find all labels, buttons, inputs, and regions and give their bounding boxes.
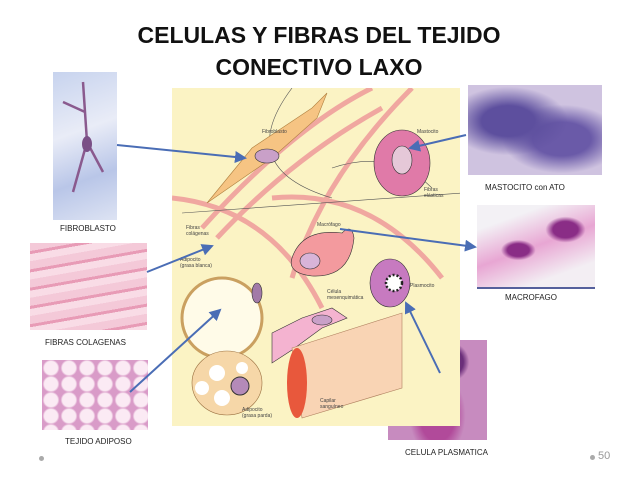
arrow-macrophage (339, 228, 477, 252)
label-celula-mes-2: mesenquimática (327, 295, 364, 301)
collagen-fibers-photo (30, 243, 147, 330)
fibroblast-caption: FIBROBLASTO (60, 224, 116, 233)
label-mastocito: Mastocito (417, 129, 439, 135)
page-number: 50 (598, 450, 611, 462)
label-adipocito-parda-2: (grasa parda) (242, 413, 272, 419)
label-capilar-1: Capilar (320, 398, 336, 404)
label-adipocito-parda-1: Adipocito (242, 407, 263, 413)
label-fibroblasto: Fibroblasto (262, 129, 287, 135)
slide-title-line1: CELULAS Y FIBRAS DEL TEJIDO (137, 22, 501, 48)
label-celula-mes-1: Célula (327, 289, 341, 295)
label-adipocito-blanca-2: (grasa blanca) (180, 263, 212, 269)
bullet-left (39, 456, 44, 461)
arrow-adipose (129, 308, 222, 393)
page-number-bullet (590, 455, 595, 460)
adipose-tissue-photo (42, 360, 148, 430)
macrophage-caption: MACROFAGO (505, 293, 558, 302)
arrow-mast-cell (408, 134, 467, 152)
plasma-cell-caption: CELULA PLASMATICA (405, 448, 488, 457)
label-capilar-2: sanguíneo (320, 404, 344, 410)
adipose-tissue-caption: TEJIDO ADIPOSO (65, 437, 132, 446)
label-fibras-colagenas-1: Fibras (186, 225, 200, 231)
label-adipocito-blanca-1: Adipocito (180, 257, 201, 263)
arrow-plasma-cell (404, 301, 441, 374)
arrow-fibroblast (116, 144, 247, 163)
slide-title-line2: CONECTIVO LAXO (215, 54, 423, 80)
collagen-fibers-caption: FIBRAS COLAGENAS (45, 338, 126, 347)
label-fibras-elasticas-1: Fibras (424, 187, 438, 193)
fibroblast-photo (53, 72, 117, 220)
label-macrofago: Macrófago (317, 222, 341, 228)
label-fibras-elasticas-2: elásticas (424, 193, 444, 199)
label-fibras-colagenas-2: colágenas (186, 231, 209, 237)
mast-cell-photo (468, 85, 602, 175)
arrow-collagen (146, 244, 214, 273)
mast-cell-caption: MASTOCITO con ATO (485, 183, 565, 192)
macrophage-photo (477, 205, 595, 289)
label-plasmocito: Plasmocito (410, 283, 435, 289)
